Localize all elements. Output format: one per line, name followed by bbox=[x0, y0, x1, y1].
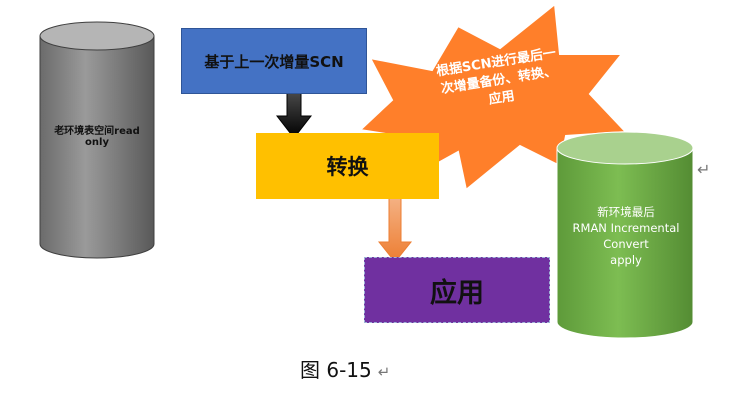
new-environment-line: Convert bbox=[603, 237, 649, 251]
figure-caption: 图 6-15 ↵ bbox=[300, 354, 390, 383]
new-environment-line: apply bbox=[610, 253, 642, 267]
new-environment-cylinder bbox=[556, 131, 694, 339]
caption-return-mark-icon: ↵ bbox=[377, 363, 391, 381]
new-environment-label: 新环境最后 RMAN Incremental Convert apply bbox=[560, 204, 692, 268]
new-environment-line: 新环境最后 bbox=[597, 205, 655, 219]
apply-box: 应用 bbox=[364, 257, 550, 323]
return-mark-icon: ↵ bbox=[697, 160, 711, 179]
old-environment-cylinder bbox=[39, 21, 155, 259]
caption-text: 图 6-15 bbox=[300, 358, 372, 382]
new-environment-line: RMAN Incremental bbox=[572, 221, 680, 235]
arrow-down-orange bbox=[377, 197, 413, 263]
convert-box: 转换 bbox=[256, 133, 439, 199]
scn-box: 基于上一次增量SCN bbox=[181, 28, 367, 94]
old-environment-label: 老环境表空间read only bbox=[54, 126, 140, 148]
